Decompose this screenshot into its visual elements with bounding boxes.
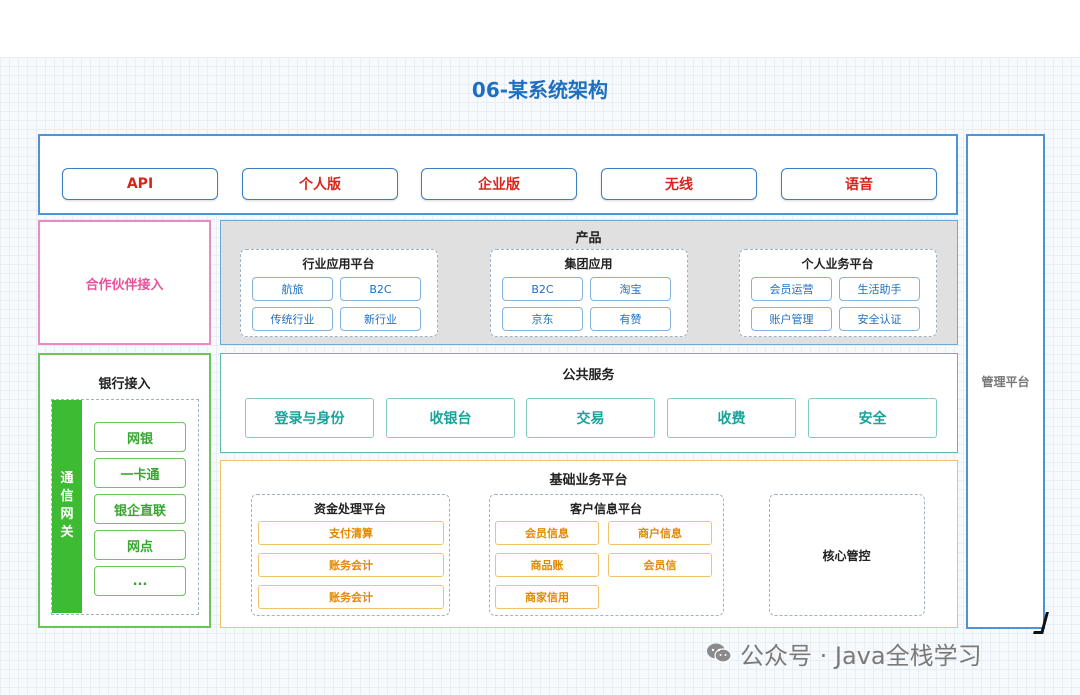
public-service-title: 公共服务 [562,368,615,383]
gateway-bar [52,400,82,613]
chip: 京东 [502,307,583,331]
watermark-text: 公众号 · Java全栈学习 [740,641,982,670]
customer-item: 商品账 [495,553,599,577]
group-title: 行业应用平台 [302,257,375,271]
management-panel: 管理平台 [966,134,1045,629]
product-group-corporate: 集团应用 B2C 淘宝 京东 有赞 [490,249,688,337]
wechat-icon [706,642,732,664]
watermark: 公众号 · Java全栈学习 [706,638,982,670]
bank-gateway-box: 通信网关 网银 一卡通 银企直联 网点 ... [51,399,199,615]
chip: B2C [340,277,421,301]
service-trade: 交易 [526,398,655,438]
service-security: 安全 [808,398,937,438]
chip: 账户管理 [751,307,832,331]
funds-title: 资金处理平台 [313,502,386,516]
core-control: 核心管控 [769,494,925,616]
diagram-title: 06-某系统架构 [471,78,609,102]
service-cashier: 收银台 [386,398,515,438]
service-login: 登录与身份 [245,398,374,438]
bank-item-online: 网银 [94,422,186,452]
chip: 新行业 [340,307,421,331]
product-group-industry: 行业应用平台 航旅 B2C 传统行业 新行业 [240,249,438,337]
chip: 会员运营 [751,277,832,301]
bank-item-branch: 网点 [94,530,186,560]
customer-item: 商家信用 [495,585,599,609]
product-panel: 产品 行业应用平台 航旅 B2C 传统行业 新行业 集团应用 B2C 淘宝 京东… [220,220,958,345]
product-title: 产品 [575,231,602,246]
customer-item: 商户信息 [608,521,712,545]
funds-item: 账务会计 [258,553,444,577]
funds-platform: 资金处理平台 支付清算 账务会计 账务会计 [251,494,450,616]
chip: 安全认证 [839,307,920,331]
base-platform-panel: 基础业务平台 资金处理平台 支付清算 账务会计 账务会计 客户信息平台 会员信息… [220,460,958,628]
chip: 淘宝 [590,277,671,301]
customer-item: 会员信 [608,553,712,577]
channel-api: API [62,168,218,200]
customer-item: 会员信息 [495,521,599,545]
bank-panel: 银行接入 通信网关 网银 一卡通 银企直联 网点 ... [38,353,211,628]
chip: B2C [502,277,583,301]
bank-title: 银行接入 [98,377,151,392]
channels-panel: API 个人版 企业版 无线 语音 [38,134,958,215]
partner-label: 合作伙伴接入 [85,278,164,293]
chip: 生活助手 [839,277,920,301]
funds-item: 支付清算 [258,521,444,545]
chip: 传统行业 [252,307,333,331]
bank-item-more: ... [94,566,186,596]
customer-platform: 客户信息平台 会员信息 商户信息 商品账 会员信 商家信用 [489,494,724,616]
core-control-label: 核心管控 [822,549,871,563]
gateway-label: 通信网关 [60,471,74,540]
customer-title: 客户信息平台 [569,502,642,516]
public-service-panel: 公共服务 登录与身份 收银台 交易 收费 安全 [220,353,958,453]
partner-panel: 合作伙伴接入 [38,220,211,345]
bank-item-card: 一卡通 [94,458,186,488]
bank-item-direct: 银企直联 [94,494,186,524]
service-fee: 收费 [667,398,796,438]
funds-item: 账务会计 [258,585,444,609]
channel-personal: 个人版 [242,168,398,200]
chip: 有赞 [590,307,671,331]
management-label: 管理平台 [981,375,1030,389]
channel-voice: 语音 [781,168,937,200]
chip: 航旅 [252,277,333,301]
group-title: 个人业务平台 [801,257,874,271]
channel-wireless: 无线 [601,168,757,200]
group-title: 集团应用 [564,257,613,271]
channel-enterprise: 企业版 [421,168,577,200]
product-group-personal: 个人业务平台 会员运营 生活助手 账户管理 安全认证 [739,249,937,337]
base-platform-title: 基础业务平台 [549,473,628,488]
